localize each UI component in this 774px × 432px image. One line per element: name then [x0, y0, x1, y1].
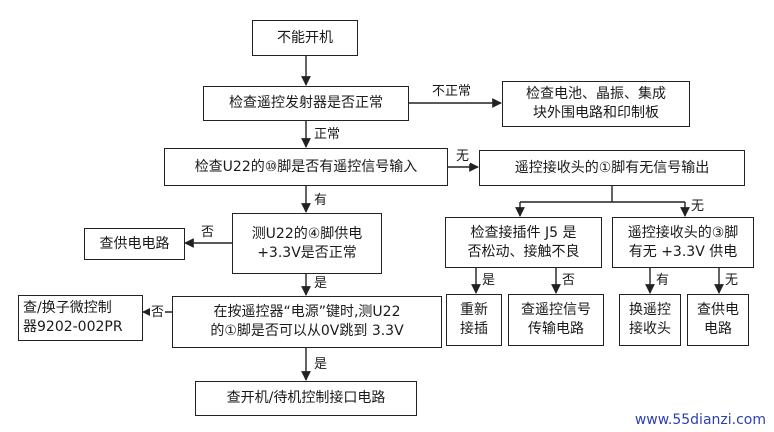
label-none-2: 无	[690, 199, 706, 214]
label-none-3: 无	[724, 273, 740, 288]
node-replace-receiver: 换遥控 接收头	[619, 294, 681, 346]
label-abnormal: 不正常	[431, 84, 473, 99]
node-press-power-key: 在按遥控器“电源”键时,测U22 的①脚是否可以从0V跳到 3.3V	[172, 296, 442, 348]
node-check-u22-pin10: 检查U22的⑩脚是否有遥控信号输入	[164, 148, 448, 186]
label-yes-2: 是	[313, 276, 329, 291]
node-check-receiver-output: 遥控接收头的①脚有无信号输出	[479, 150, 745, 186]
label-yes-1: 有	[313, 193, 329, 208]
label-yes-5: 是	[481, 273, 497, 288]
label-normal: 正常	[313, 127, 342, 142]
node-check-power-left: 查供电电路	[84, 228, 185, 260]
label-no-3: 否	[561, 273, 577, 288]
label-yes-3: 是	[313, 357, 329, 372]
label-none-1: 无	[455, 149, 471, 164]
node-check-remote: 检查遥控发射器是否正常	[203, 86, 409, 121]
node-check-signal-path: 查遥控信号 传输电路	[508, 294, 604, 346]
node-check-connector: 检查接插件 J5 是 否松动、接触不良	[445, 217, 602, 268]
label-no-2: 否	[150, 305, 166, 320]
node-reinsert: 重新 接插	[446, 294, 502, 346]
label-yes-4: 有	[655, 273, 671, 288]
node-measure-u22-pin4: 测U22的④脚供电 +3.3V是否正常	[232, 213, 382, 274]
node-check-battery: 检查电池、晶振、集成 块外围电路和印制板	[502, 81, 690, 127]
node-check-standby-interface: 查开机/待机控制接口电路	[195, 381, 417, 416]
node-check-receiver-pin3: 遥控接收头的③脚 有无 +3.3V 供电	[612, 217, 754, 268]
label-no-1: 否	[200, 225, 216, 240]
node-start: 不能开机	[252, 20, 358, 56]
watermark: www.55dianzi.com	[634, 412, 766, 428]
node-replace-mcu: 查/换子微控制 器9202-002PR	[18, 295, 143, 341]
node-check-power-right: 查供电 电路	[687, 294, 749, 346]
